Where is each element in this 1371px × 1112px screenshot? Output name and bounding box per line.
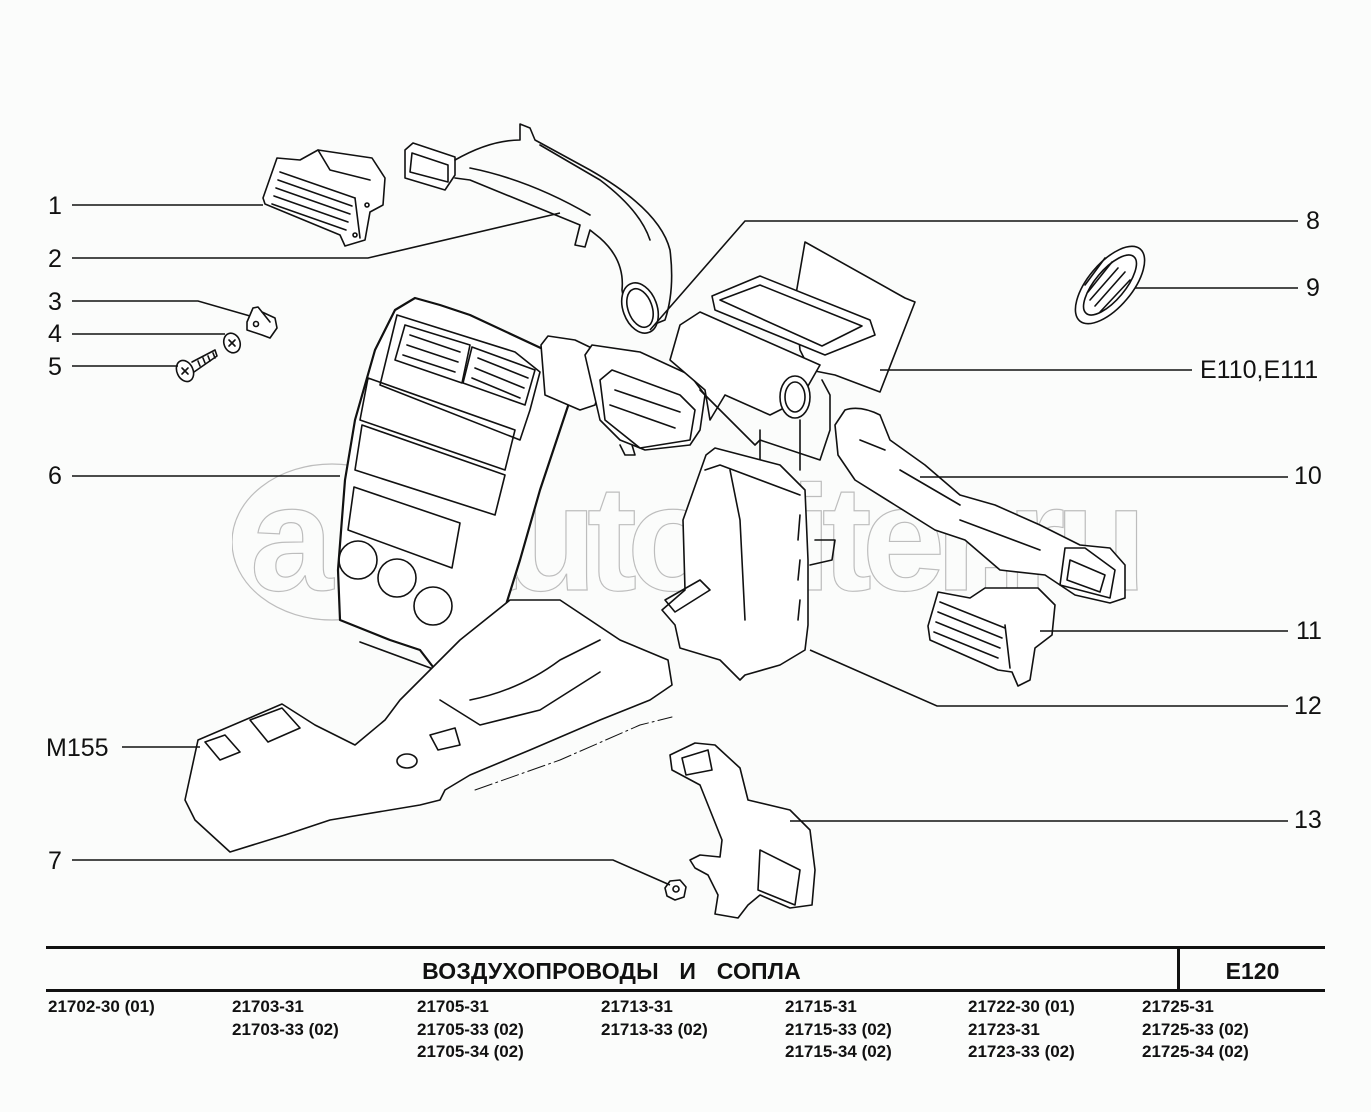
model-code: 21705-31: [417, 997, 489, 1016]
part-6-center-panel[interactable]: [336, 296, 577, 692]
model-column: 21703-31 21703-33 (02): [232, 996, 339, 1041]
callout-6[interactable]: 6: [48, 462, 62, 490]
part-4-washer[interactable]: [221, 331, 243, 355]
part-11-side-vent-right[interactable]: [927, 587, 1056, 687]
callout-5[interactable]: 5: [48, 353, 62, 381]
callout-4[interactable]: 4: [48, 320, 62, 348]
model-column: 21702-30 (01): [48, 996, 155, 1019]
model-code: 21725-31: [1142, 997, 1214, 1016]
title-block-separator: [1177, 946, 1180, 992]
title-block-bottom-rule: [46, 989, 1325, 992]
floor-console-m155[interactable]: [184, 599, 673, 853]
leader-8: [649, 220, 1298, 331]
model-code: 21715-34 (02): [785, 1042, 892, 1061]
model-code: 21722-30 (01): [968, 997, 1075, 1016]
model-code: 21702-30 (01): [48, 997, 155, 1016]
model-code: 21723-31: [968, 1019, 1040, 1039]
callout-11[interactable]: 11: [1296, 617, 1322, 645]
model-column: 21722-30 (01) 21723-31 21723-33 (02): [968, 996, 1075, 1064]
callout-13[interactable]: 13: [1294, 806, 1322, 834]
leader-7: [72, 859, 671, 886]
model-code: 21703-33 (02): [232, 1019, 339, 1039]
model-code: 21715-31: [785, 997, 857, 1016]
callout-1[interactable]: 1: [48, 192, 62, 220]
callout-12[interactable]: 12: [1294, 692, 1322, 720]
callout-7[interactable]: 7: [48, 847, 62, 875]
part-10-air-duct-right[interactable]: [834, 407, 1126, 604]
model-code: 21705-33 (02): [417, 1019, 524, 1039]
part-5-screw[interactable]: [173, 349, 218, 384]
heater-unit-e110-e111[interactable]: [669, 241, 916, 471]
model-column: 21713-31 21713-33 (02): [601, 996, 708, 1041]
model-code: 21713-31: [601, 997, 673, 1016]
callout-2[interactable]: 2: [48, 245, 62, 273]
part-13-floor-duct[interactable]: [669, 742, 816, 919]
model-code: 21715-33 (02): [785, 1019, 892, 1039]
model-code: 21705-34 (02): [417, 1042, 524, 1061]
model-code: 21713-33 (02): [601, 1019, 708, 1039]
part-2-air-duct-left[interactable]: [404, 123, 673, 338]
part-7-nut[interactable]: [664, 879, 687, 901]
model-code: 21723-33 (02): [968, 1042, 1075, 1061]
leader-12: [809, 649, 1288, 707]
diagram-title: ВОЗДУХОПРОВОДЫ И СОПЛА: [422, 958, 801, 984]
callout-8[interactable]: 8: [1306, 207, 1320, 235]
part-1-side-vent-left[interactable]: [262, 149, 386, 247]
part-9-defroster-grille[interactable]: [1063, 235, 1157, 335]
part-8-center-nozzle-block[interactable]: [540, 335, 706, 456]
callout-3[interactable]: 3: [48, 288, 62, 316]
callout-9[interactable]: 9: [1306, 274, 1320, 302]
callout-10[interactable]: 10: [1294, 462, 1322, 490]
model-column: 21725-31 21725-33 (02) 21725-34 (02): [1142, 996, 1249, 1064]
part-12-center-distribution-duct[interactable]: [661, 447, 836, 681]
model-code: 21725-33 (02): [1142, 1019, 1249, 1039]
leader-2: [72, 212, 561, 259]
model-column: 21715-31 21715-33 (02) 21715-34 (02): [785, 996, 892, 1064]
title-block-top-rule: [46, 946, 1325, 949]
callout-e110-e111[interactable]: E110,E111: [1200, 356, 1319, 384]
title-block: ВОЗДУХОПРОВОДЫ И СОПЛА E120: [46, 946, 1325, 992]
parts-diagram: [72, 123, 1298, 919]
model-column: 21705-31 21705-33 (02) 21705-34 (02): [417, 996, 524, 1064]
leader-lines: [72, 204, 1298, 886]
callout-m155[interactable]: M155: [46, 734, 109, 762]
model-code: 21725-34 (02): [1142, 1042, 1249, 1061]
leader-3: [72, 300, 251, 317]
part-3-clip[interactable]: [246, 306, 278, 339]
diagram-code: E120: [1225, 958, 1280, 984]
model-code: 21703-31: [232, 997, 304, 1016]
